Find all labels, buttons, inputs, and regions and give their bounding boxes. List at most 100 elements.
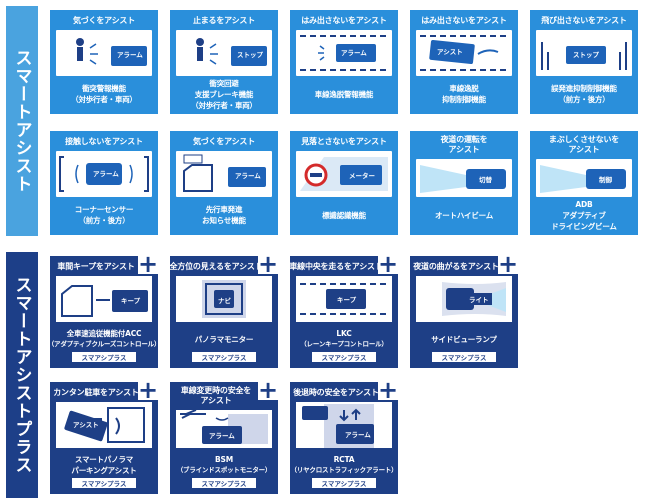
smart-assist-plus-badge: スマアシプラス (192, 478, 256, 488)
card-lane-departure-control[interactable]: はみ出さないをアシスト アシスト 車線逸脱抑制制御機能 (410, 10, 518, 114)
card-illustration: ストップ (536, 30, 632, 76)
card-acceleration-suppression[interactable]: 飛び出さないをアシスト ストップ 誤発進抑制制御機能（前方・後方） (530, 10, 638, 114)
plus-icon: + (378, 382, 398, 404)
card-auto-high-beam[interactable]: 夜道の運転をアシスト 切替 オートハイビーム (410, 131, 518, 235)
card-name: BSM（ブラインドスポットモニター） (176, 455, 272, 474)
card-side-view-lamp[interactable]: + 夜道の曲がるをアシスト ライト サイドビューランプ スマアシプラス (410, 256, 518, 368)
plus-icon: + (498, 256, 518, 278)
card-header: はみ出さないをアシスト (301, 15, 387, 25)
plus-icon: + (378, 256, 398, 278)
card-header: 夜道の運転をアシスト (440, 135, 488, 154)
card-header: 全方位の見えるをアシスト (170, 261, 263, 271)
card-illustration: 切替 (416, 159, 512, 197)
rear-cross-traffic-icon (302, 404, 374, 448)
card-illustration: 制御 (536, 159, 632, 197)
side-lamp-icon (442, 282, 506, 316)
card-header: 止まるをアシスト (192, 15, 256, 25)
card-header: 見落とさないをアシスト (301, 136, 387, 146)
chip-label: メーター (346, 169, 378, 181)
card-name: 衝突回避支援ブレーキ機能（対歩行者・車両） (191, 78, 257, 110)
card-header: 車間キープをアシスト (57, 261, 135, 271)
card-header: 飛び出さないをアシスト (541, 15, 627, 25)
chip-label: アラーム (206, 429, 238, 441)
plus-icon: + (258, 382, 278, 404)
card-collision-warning[interactable]: 気づくをアシスト アラーム 衝突警報機能（対歩行者・車両） (50, 10, 158, 114)
card-name: 先行車発進お知らせ機能 (202, 205, 246, 225)
card-acc[interactable]: + 車間キープをアシスト キープ 全車速追従機能付ACC（アダプティブクルーズコ… (50, 256, 158, 368)
plus-icon: + (258, 256, 278, 278)
chip-label: ライト (466, 293, 492, 305)
card-illustration: アラーム (56, 30, 152, 76)
card-name: オートハイビーム (434, 210, 494, 220)
card-name: RCTA（リヤクロストラフィックアラート） (290, 455, 398, 474)
plus-icon: + (138, 382, 158, 404)
chip-label: 制御 (596, 173, 615, 185)
smart-assist-plus-badge: スマアシプラス (312, 352, 376, 362)
card-collision-avoidance-brake[interactable]: 止まるをアシスト ストップ 衝突回避支援ブレーキ機能（対歩行者・車両） (170, 10, 278, 114)
card-name: サイドビューランプ (431, 334, 497, 344)
chip-label: ナビ (215, 294, 234, 306)
smart-assist-plus-badge: スマアシプラス (72, 478, 136, 488)
chip-label: キープ (334, 293, 360, 305)
card-lkc[interactable]: + 車線中央を走るをアシスト キープ LKC（レーンキープコントロール） スマア… (290, 256, 398, 368)
card-corner-sensor[interactable]: 接触しないをアシスト アラーム コーナーセンサー（前方・後方） (50, 131, 158, 235)
card-rcta[interactable]: + 後退時の安全をアシスト アラーム RCTA（リヤクロストラフィックアラート）… (290, 382, 398, 494)
card-lane-departure-warning[interactable]: はみ出さないをアシスト アラーム 車線逸脱警報機能 (290, 10, 398, 114)
chip-label: アシスト (70, 418, 102, 430)
card-name: 全車速追従機能付ACC（アダプティブクルーズコントロール） (50, 329, 158, 348)
chip-label: アラーム (338, 46, 370, 58)
chip-label: 切替 (476, 173, 495, 185)
card-name: 標識認識機能 (322, 210, 366, 220)
card-illustration: アラーム (296, 402, 392, 448)
card-header: 車線変更時の安全をアシスト (180, 386, 252, 405)
chip-label: アラーム (114, 48, 146, 60)
card-header: 気づくをアシスト (192, 136, 256, 146)
card-header: 接触しないをアシスト (65, 136, 143, 146)
section-label-smart-assist: スマートアシスト (6, 6, 38, 236)
smart-assist-plus-badge: スマアシプラス (192, 352, 256, 362)
chip-label: アシスト (434, 45, 466, 57)
plus-icon: + (138, 256, 158, 278)
chip-label: アラーム (342, 428, 374, 440)
card-illustration: アラーム (296, 30, 392, 76)
card-illustration: キープ (296, 276, 392, 322)
card-illustration: アシスト (56, 402, 152, 448)
smart-assist-plus-badge: スマアシプラス (312, 478, 376, 488)
card-header: まぶしくさせないをアシスト (548, 135, 620, 154)
card-header: 後退時の安全をアシスト (293, 387, 379, 397)
card-name: 衝突警報機能（対歩行者・車両） (71, 84, 137, 104)
card-leading-car-start[interactable]: 気づくをアシスト アラーム 先行車発進お知らせ機能 (170, 131, 278, 235)
card-sign-recognition[interactable]: 見落とさないをアシスト メーター 標識認識機能 (290, 131, 398, 235)
smart-assist-plus-badge: スマアシプラス (432, 352, 496, 362)
card-panorama-monitor[interactable]: + 全方位の見えるをアシスト ナビ パノラマモニター スマアシプラス (170, 256, 278, 368)
card-name: 誤発進抑制制御機能（前方・後方） (551, 84, 617, 104)
card-bsm[interactable]: + 車線変更時の安全をアシスト アラーム BSM（ブラインドスポットモニター） … (170, 382, 278, 494)
card-illustration: アラーム (56, 151, 152, 197)
headlight-icon (540, 165, 626, 193)
chip-label: ストップ (234, 48, 266, 60)
card-name: 車線逸脱警報機能 (314, 89, 374, 99)
card-header: はみ出さないをアシスト (421, 15, 507, 25)
card-illustration: アラーム (176, 409, 272, 448)
section-label-smart-assist-plus: スマートアシストプラス (6, 252, 38, 498)
chip-label: ストップ (570, 48, 602, 60)
card-header: カンタン駐車をアシスト (53, 387, 139, 397)
card-smart-panorama-parking[interactable]: + カンタン駐車をアシスト アシスト スマートパノラマパーキングアシスト スマア… (50, 382, 158, 494)
card-illustration: ライト (416, 276, 512, 322)
card-name: スマートパノラマパーキングアシスト (71, 455, 137, 475)
headlight-icon (420, 165, 506, 193)
card-header: 気づくをアシスト (72, 15, 136, 25)
card-illustration: キープ (56, 276, 152, 322)
smart-assist-plus-badge: スマアシプラス (72, 352, 136, 362)
card-header: 車線中央を走るをアシスト (290, 261, 383, 271)
chip-label: キープ (118, 294, 144, 306)
card-name: パノラマモニター (194, 334, 254, 344)
card-header: 夜道の曲がるをアシスト (413, 261, 499, 271)
card-illustration: ストップ (176, 30, 272, 76)
card-name: 車線逸脱抑制制御機能 (442, 84, 486, 104)
card-name: LKC（レーンキープコントロール） (300, 329, 388, 348)
card-illustration: メーター (296, 151, 392, 197)
card-name: コーナーセンサー（前方・後方） (74, 205, 134, 225)
